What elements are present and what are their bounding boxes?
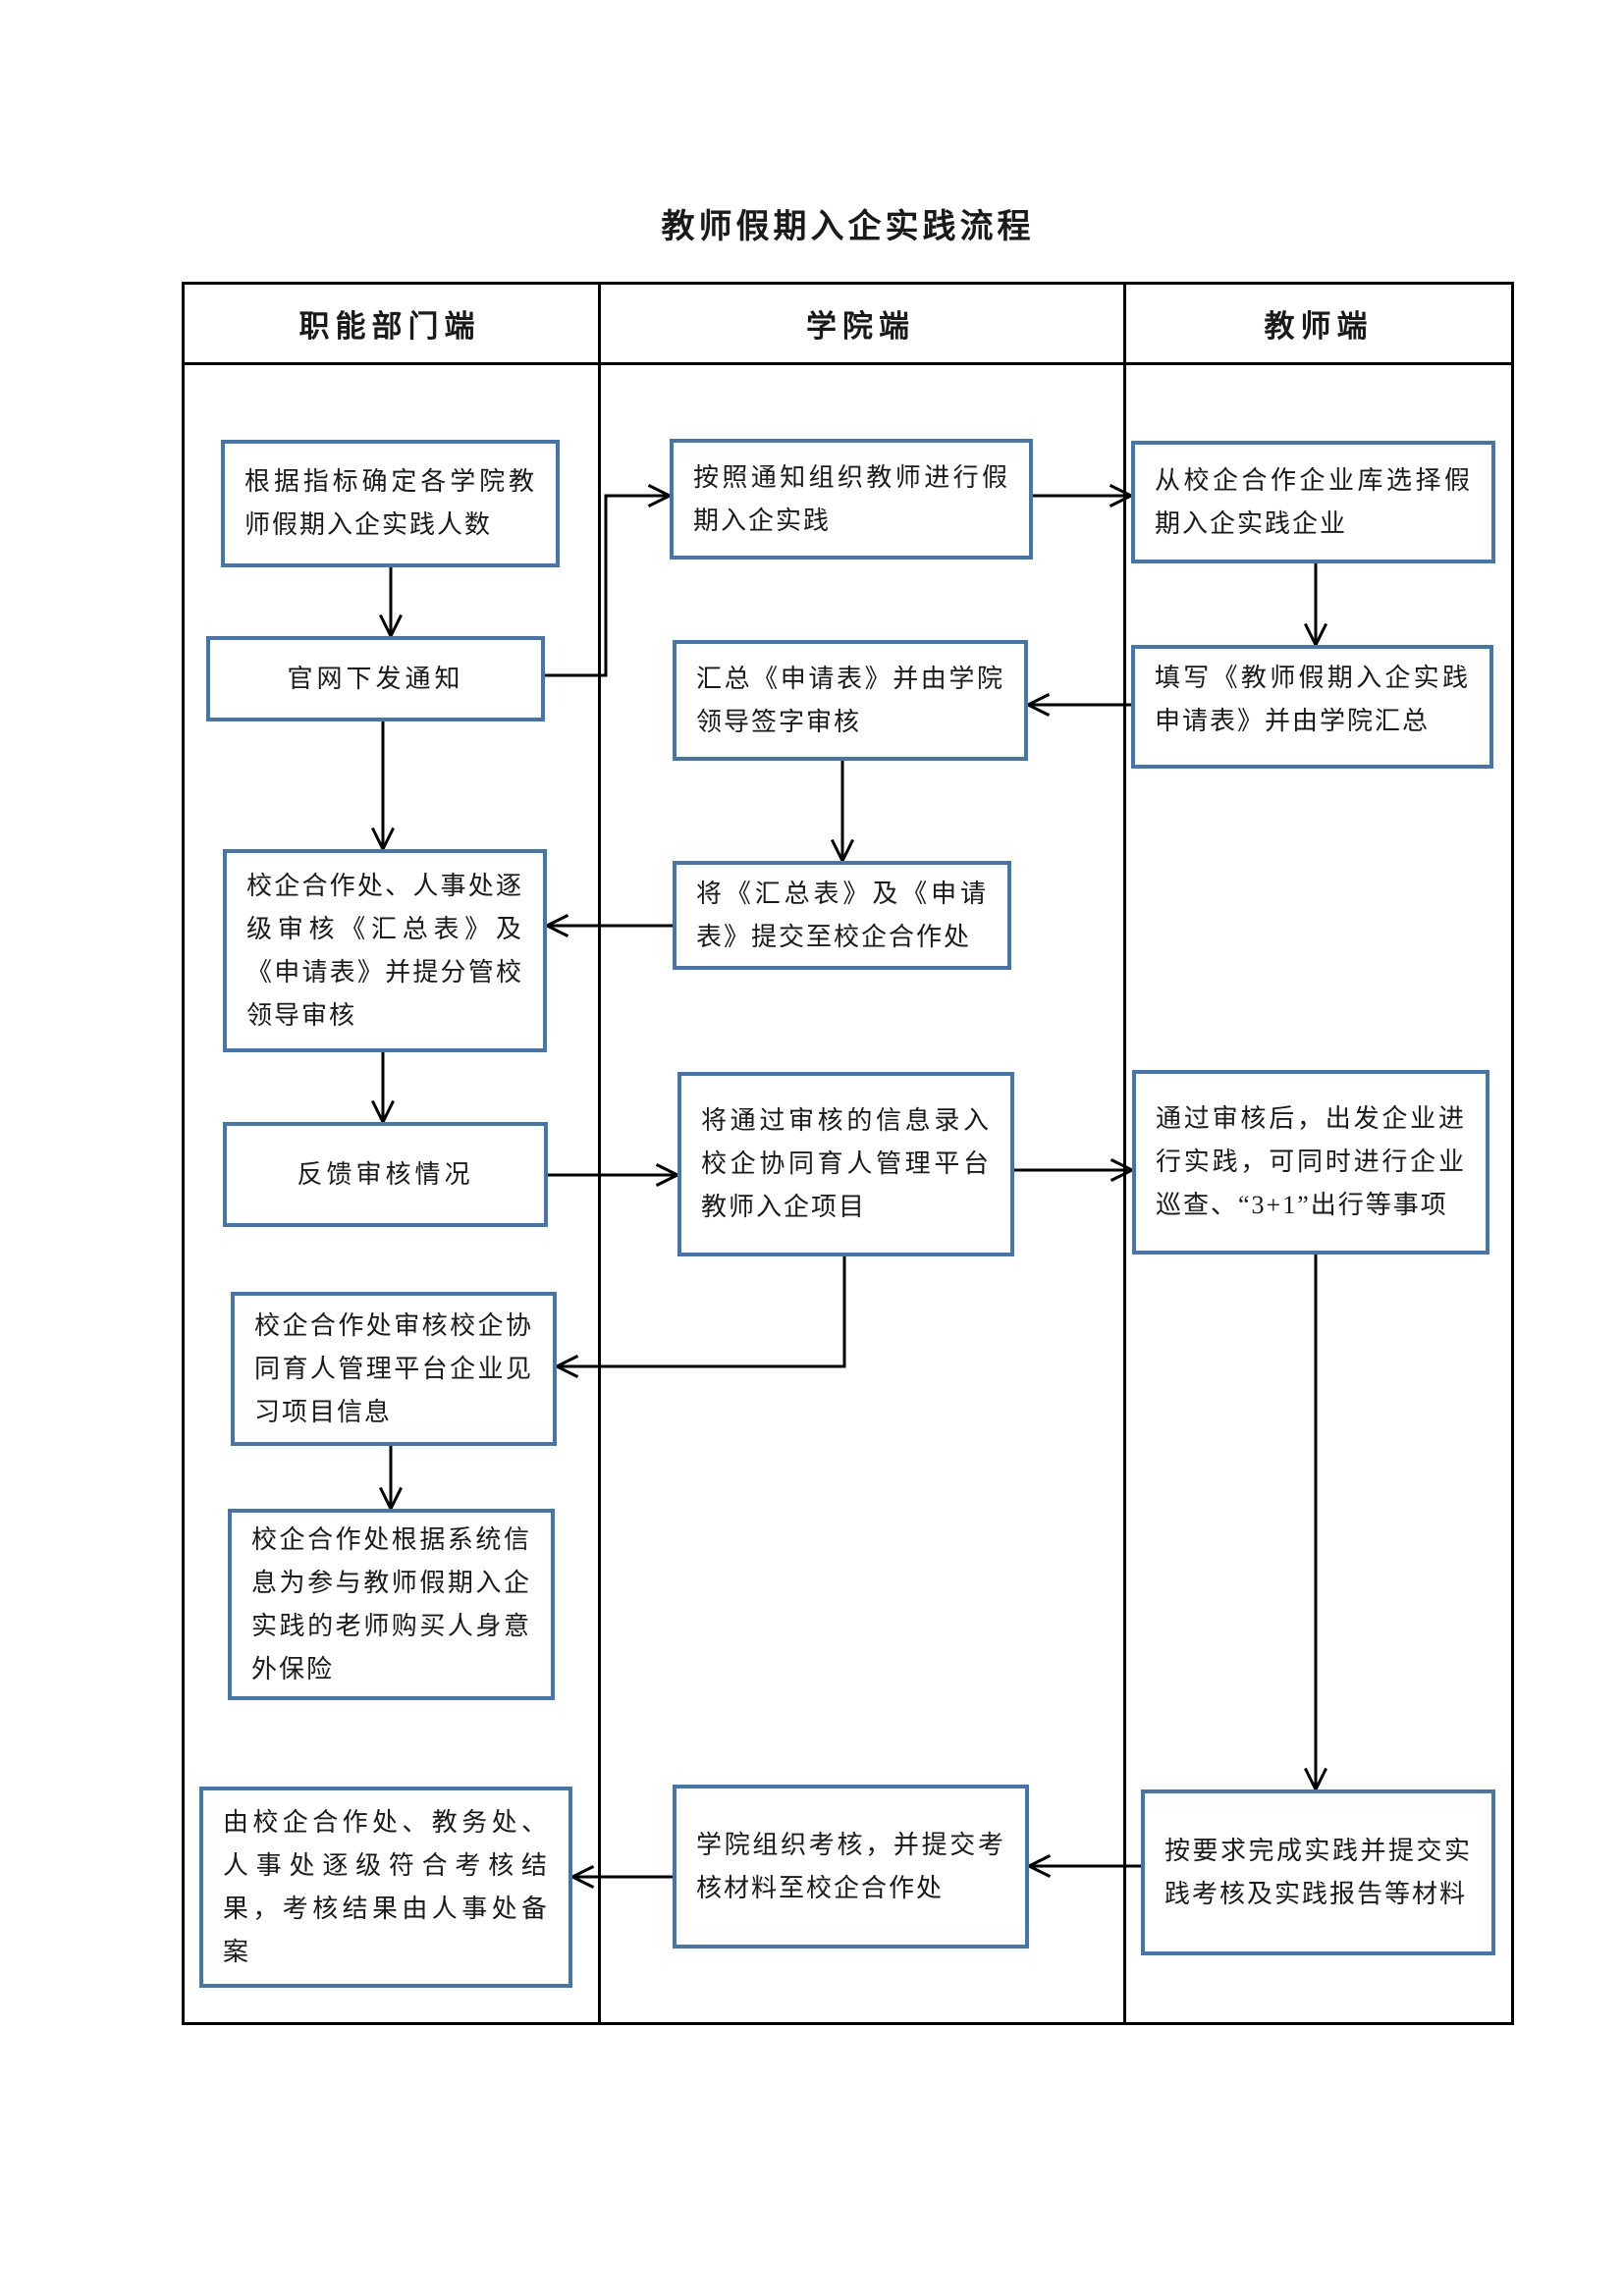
flow-node-c2: 填写《教师假期入企实践申请表》并由学院汇总 bbox=[1131, 645, 1493, 769]
lane-header-dept: 职能部门端 bbox=[182, 285, 598, 362]
flow-node-label: 校企合作处、人事处逐级审核《汇总表》及《申请表》并提分管校领导审核 bbox=[246, 871, 523, 1030]
flow-node-label: 校企合作处审核校企协同育人管理平台企业见习项目信息 bbox=[254, 1310, 533, 1426]
connector-b4-a5 bbox=[557, 1256, 846, 1368]
column-divider-2 bbox=[1123, 282, 1126, 2025]
lane-header-teacher: 教师端 bbox=[1123, 285, 1514, 362]
flow-node-label: 从校企合作企业库选择假期入企实践企业 bbox=[1155, 465, 1472, 538]
flow-node-label: 由校企合作处、教务处、人事处逐级符合考核结果，考核结果由人事处备案 bbox=[223, 1807, 549, 1966]
header-row-divider bbox=[182, 362, 1514, 365]
flow-node-c4: 按要求完成实践并提交实践考核及实践报告等材料 bbox=[1141, 1789, 1495, 1955]
lane-header-label: 职能部门端 bbox=[298, 309, 481, 344]
flow-node-a1: 根据指标确定各学院教师假期入企实践人数 bbox=[221, 440, 560, 567]
flow-node-label: 官网下发通知 bbox=[287, 664, 464, 693]
lane-header-college: 学院端 bbox=[598, 285, 1123, 362]
flow-node-a7: 由校企合作处、教务处、人事处逐级符合考核结果，考核结果由人事处备案 bbox=[199, 1787, 572, 1988]
flow-node-c1: 从校企合作企业库选择假期入企实践企业 bbox=[1131, 441, 1495, 563]
arrowhead-b3-a3 bbox=[543, 914, 569, 937]
flow-node-b2: 汇总《申请表》并由学院领导签字审核 bbox=[673, 640, 1028, 761]
flow-node-label: 学院组织考核，并提交考核材料至校企合作处 bbox=[696, 1830, 1005, 1902]
flow-node-b4: 将通过审核的信息录入校企协同育人管理平台教师入企项目 bbox=[677, 1072, 1014, 1256]
lane-header-label: 教师端 bbox=[1264, 309, 1374, 344]
flow-node-b5: 学院组织考核，并提交考核材料至校企合作处 bbox=[673, 1785, 1029, 1949]
arrowhead-b5-a7 bbox=[568, 1865, 595, 1889]
arrowhead-b4-a5 bbox=[553, 1355, 579, 1378]
flow-node-label: 按照通知组织教师进行假期入企实践 bbox=[693, 462, 1009, 535]
lane-header-label: 学院端 bbox=[806, 309, 915, 344]
page-title: 教师假期入企实践流程 bbox=[661, 209, 1035, 245]
flow-node-label: 将《汇总表》及《申请表》提交至校企合作处 bbox=[696, 879, 988, 951]
arrowhead-c2-b2 bbox=[1024, 693, 1051, 717]
flow-node-a5: 校企合作处审核校企协同育人管理平台企业见习项目信息 bbox=[231, 1292, 557, 1446]
flow-node-label: 按要求完成实践并提交实践考核及实践报告等材料 bbox=[1164, 1836, 1472, 1908]
flow-node-label: 通过审核后，出发企业进行实践，可同时进行企业巡查、“3+1”出行等事项 bbox=[1156, 1104, 1466, 1219]
flow-node-a3: 校企合作处、人事处逐级审核《汇总表》及《申请表》并提分管校领导审核 bbox=[223, 849, 547, 1052]
flow-node-a4: 反馈审核情况 bbox=[223, 1122, 548, 1227]
connector-a2-b1 bbox=[545, 494, 670, 677]
flow-node-label: 校企合作处根据系统信息为参与教师假期入企实践的老师购买人身意外保险 bbox=[251, 1524, 531, 1683]
flow-node-label: 填写《教师假期入企实践申请表》并由学院汇总 bbox=[1155, 664, 1470, 735]
flow-node-label: 汇总《申请表》并由学院领导签字审核 bbox=[696, 664, 1004, 736]
flow-node-a2: 官网下发通知 bbox=[206, 636, 545, 721]
swimlane-table-frame bbox=[182, 282, 1514, 2025]
flow-node-b3: 将《汇总表》及《申请表》提交至校企合作处 bbox=[673, 861, 1011, 970]
flow-node-c3: 通过审核后，出发企业进行实践，可同时进行企业巡查、“3+1”出行等事项 bbox=[1132, 1070, 1489, 1255]
flow-node-label: 反馈审核情况 bbox=[297, 1159, 474, 1189]
flow-node-b1: 按照通知组织教师进行假期入企实践 bbox=[670, 439, 1033, 560]
arrowhead-c4-b5 bbox=[1025, 1854, 1052, 1878]
flow-node-a6: 校企合作处根据系统信息为参与教师假期入企实践的老师购买人身意外保险 bbox=[228, 1509, 555, 1700]
column-divider-1 bbox=[598, 282, 601, 2025]
flow-node-label: 将通过审核的信息录入校企协同育人管理平台教师入企项目 bbox=[701, 1106, 991, 1221]
flow-node-label: 根据指标确定各学院教师假期入企实践人数 bbox=[244, 467, 536, 539]
